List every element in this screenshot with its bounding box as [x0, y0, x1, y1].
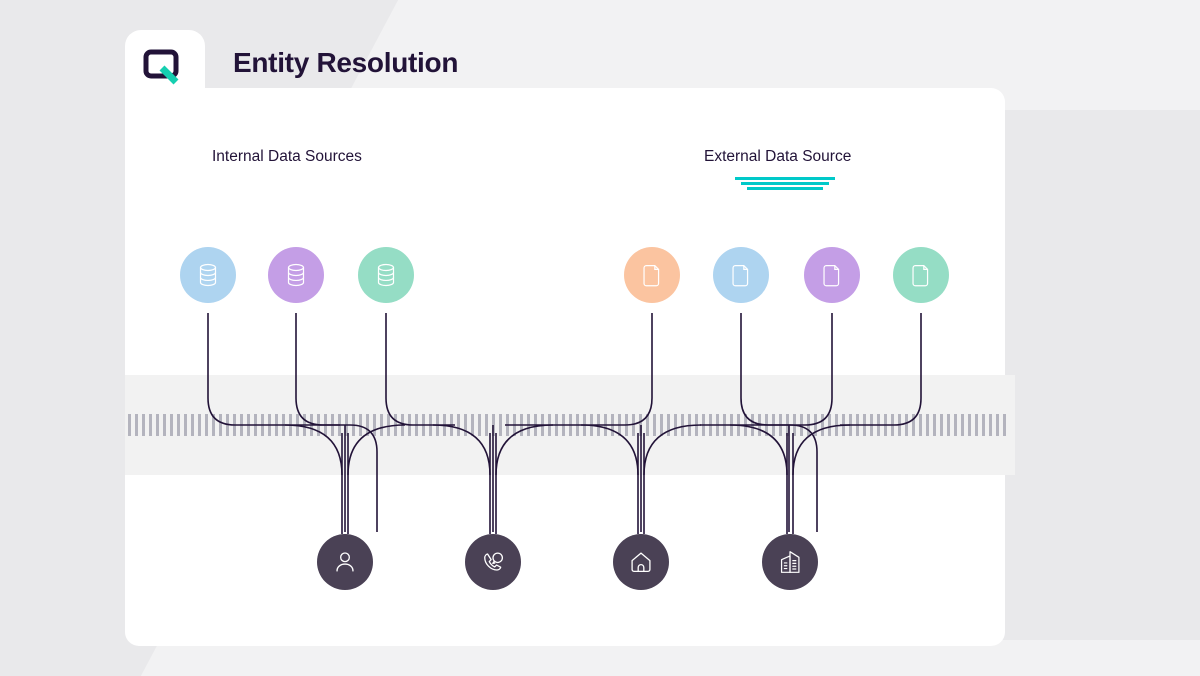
data-source-node-internal-db-3[interactable] [358, 247, 414, 303]
document-icon [823, 265, 840, 287]
logo-tab [125, 30, 205, 110]
database-icon [377, 263, 395, 287]
entity-node-entity-address[interactable] [613, 534, 669, 590]
data-source-node-external-doc-3[interactable] [804, 247, 860, 303]
data-source-node-external-doc-1[interactable] [624, 247, 680, 303]
internal-data-sources-label: Internal Data Sources [212, 148, 362, 165]
database-icon [199, 263, 217, 287]
person-icon [336, 552, 354, 572]
resolution-band-overflow [1005, 375, 1015, 475]
entity-node-entity-person[interactable] [317, 534, 373, 590]
data-source-node-internal-db-2[interactable] [268, 247, 324, 303]
external-data-source-label: External Data Source [704, 148, 852, 165]
data-source-node-external-doc-4[interactable] [893, 247, 949, 303]
underline-bar-1 [735, 177, 835, 180]
underline-bar-2 [741, 182, 829, 185]
page-title: Entity Resolution [233, 47, 459, 78]
underline-bar-3 [747, 187, 823, 190]
document-icon [643, 265, 660, 287]
diagram-card [125, 88, 1005, 646]
external-data-source-underline [735, 177, 835, 191]
data-source-node-external-doc-2[interactable] [713, 247, 769, 303]
phone-call-icon [484, 552, 504, 571]
resolution-band-stripes [128, 414, 1008, 436]
document-icon [912, 265, 929, 287]
document-icon [732, 265, 749, 287]
entity-node-entity-phone[interactable] [465, 534, 521, 590]
data-source-node-internal-db-1[interactable] [180, 247, 236, 303]
building-icon [780, 551, 800, 573]
quantexa-q-logo-icon [143, 49, 179, 85]
home-icon [631, 552, 651, 573]
entity-node-entity-business[interactable] [762, 534, 818, 590]
database-icon [287, 263, 305, 287]
